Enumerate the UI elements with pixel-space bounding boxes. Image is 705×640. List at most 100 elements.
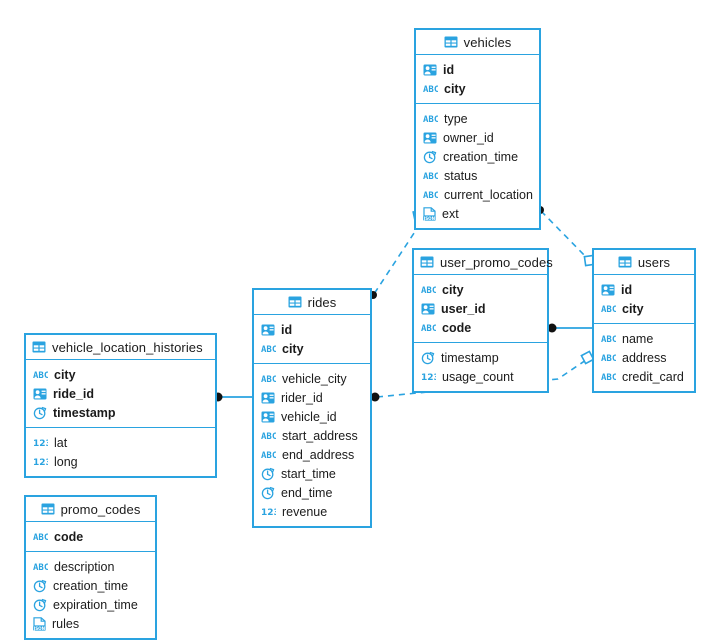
column-name: city	[622, 301, 644, 316]
primary-key-column[interactable]: ride_id	[26, 384, 215, 403]
primary-key-column[interactable]: user_id	[414, 299, 547, 318]
svg-text:123: 123	[261, 508, 276, 517]
column[interactable]: rider_id	[254, 388, 370, 407]
column-name: code	[442, 320, 472, 335]
table-header[interactable]: user_promo_codes	[414, 250, 553, 275]
column[interactable]: 123 usage_count	[414, 367, 547, 386]
relationship-userpromocodes-users[interactable]	[547, 323, 593, 333]
column[interactable]: creation_time	[26, 576, 155, 595]
abc-icon: ABC	[33, 369, 48, 380]
svg-text:ABC: ABC	[261, 451, 276, 460]
relationship-vehiclelocationhistories-rides[interactable]	[213, 392, 253, 402]
column-name: rules	[52, 616, 80, 631]
id-card-icon	[261, 324, 275, 336]
svg-text:JSON: JSON	[423, 215, 436, 220]
svg-text:123: 123	[33, 439, 48, 448]
column[interactable]: timestamp	[414, 348, 547, 367]
svg-text:ABC: ABC	[601, 373, 616, 382]
table-icon	[288, 296, 302, 308]
column-name: long	[54, 454, 78, 469]
abc-icon: ABC	[33, 561, 48, 572]
table-header[interactable]: vehicles	[416, 30, 539, 55]
table-header[interactable]: users	[594, 250, 694, 275]
table-name: user_promo_codes	[440, 254, 553, 270]
column[interactable]: 123lat	[26, 433, 215, 452]
svg-text:ABC: ABC	[421, 324, 436, 333]
id-card-icon	[33, 388, 47, 400]
svg-text:123: 123	[33, 458, 48, 467]
primary-key-column[interactable]: ABC city	[26, 365, 215, 384]
id-card-icon	[261, 392, 275, 404]
column-name: city	[282, 341, 304, 356]
column-section: timestamp 123 usage_count	[414, 343, 547, 391]
primary-key-column[interactable]: ABC code	[414, 318, 547, 337]
table-icon	[41, 503, 55, 515]
column[interactable]: owner_id	[416, 128, 539, 147]
column-name: ride_id	[53, 386, 94, 401]
primary-key-column[interactable]: timestamp	[26, 403, 215, 422]
table-header[interactable]: vehicle_location_histories	[26, 335, 215, 360]
123-icon: 123	[33, 437, 48, 448]
primary-key-column[interactable]: id	[416, 60, 539, 79]
column[interactable]: expiration_time	[26, 595, 155, 614]
column-name: start_time	[281, 466, 336, 481]
primary-key-column[interactable]: id	[254, 320, 370, 339]
svg-text:ABC: ABC	[423, 115, 438, 124]
svg-text:ABC: ABC	[421, 286, 436, 295]
column[interactable]: 123revenue	[254, 502, 370, 521]
svg-text:ABC: ABC	[601, 335, 616, 344]
abc-icon: ABC	[421, 322, 436, 333]
column-name: user_id	[441, 301, 486, 316]
column[interactable]: 123 long	[26, 452, 215, 471]
column-name: owner_id	[443, 130, 494, 145]
abc-icon: ABC	[423, 170, 438, 181]
abc-icon: ABC	[423, 113, 438, 124]
column[interactable]: start_time	[254, 464, 370, 483]
svg-text:ABC: ABC	[423, 85, 438, 94]
column-name: current_location	[444, 187, 533, 202]
primary-key-column[interactable]: id	[594, 280, 694, 299]
123-icon: 123	[421, 371, 436, 382]
table-header[interactable]: promo_codes	[26, 497, 155, 522]
svg-text:ABC: ABC	[423, 172, 438, 181]
column[interactable]: creation_time	[416, 147, 539, 166]
column-name: start_address	[282, 428, 358, 443]
clock-icon	[33, 598, 47, 612]
id-card-icon	[423, 132, 437, 144]
123-icon: 123	[33, 456, 48, 467]
column[interactable]: vehicle_id	[254, 407, 370, 426]
abc-icon: ABC	[601, 333, 616, 344]
table-header[interactable]: rides	[254, 290, 370, 315]
column-name: city	[54, 367, 76, 382]
column-name: creation_time	[443, 149, 519, 164]
column-name: usage_count	[442, 369, 514, 384]
column[interactable]: end_time	[254, 483, 370, 502]
